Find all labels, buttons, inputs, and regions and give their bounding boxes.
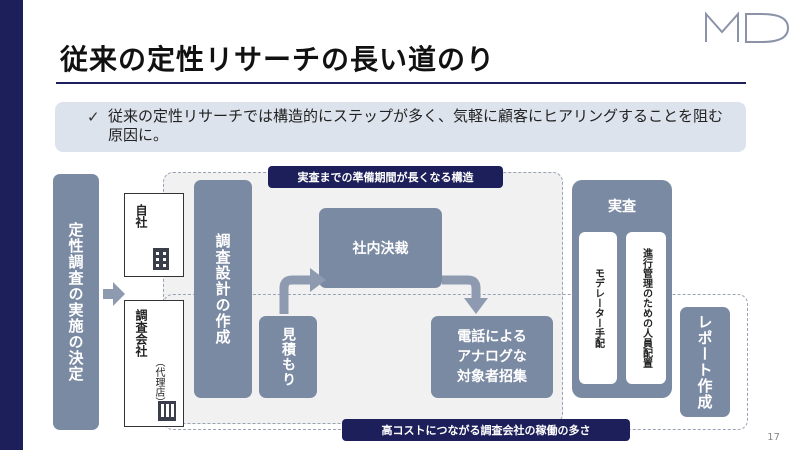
check-icon: ✓ [87,108,100,126]
fieldwork-step: 実査 モデレーター手配 進行管理のための人員配置 [572,180,672,398]
office-building-icon [158,401,176,421]
report-step: レポート作成 [680,307,730,417]
summary-text: 従来の定性リサーチでは構造的にステップが多く、気軽に顧客にヒアリングすることを阻… [108,107,724,144]
approval-step-label: 社内決裁 [352,241,409,257]
flow-arrow-up [279,268,326,314]
estimate-step: 見積もり [259,316,317,398]
flow-arrow-down [442,275,488,314]
recruit-step-line1: 電話による [457,329,527,345]
flow-arrow-right [103,282,125,306]
design-step: 調査設計の作成 [194,180,252,398]
actor-agency-label: 調査会社 [134,309,148,357]
actor-self-box: 自社 [124,193,184,277]
bottom-band: 高コストにつながる調査会社の稼働の多さ [342,419,630,441]
approval-step: 社内決裁 [319,208,442,288]
estimate-step-label: 見積もり [280,327,296,387]
moderator-task-label: モデレーター手配 [592,268,604,348]
fieldwork-step-label: 実査 [608,199,636,215]
page-number: 17 [767,432,780,443]
decision-step: 定性調査の実施の決定 [53,174,99,430]
recruit-step: 電話による アナログな 対象者招集 [431,316,553,398]
report-step-label: レポート作成 [695,314,714,410]
recruit-step-line2: アナログな [457,349,527,365]
actor-agency-note: （代理店） [153,357,164,407]
brand-logo [705,11,790,43]
recruit-step-line3: 対象者招集 [457,369,527,385]
decision-step-label: 定性調査の実施の決定 [66,222,85,382]
actor-self-label: 自社 [134,204,148,228]
title-underline [56,82,746,84]
actor-agency-box: 調査会社 （代理店） [124,300,184,427]
progress-management-task: 進行管理のための人員配置 [626,232,666,384]
progress-management-task-label: 進行管理のための人員配置 [640,248,652,368]
top-band: 実査までの準備期間が長くなる構造 [268,166,503,188]
moderator-task: モデレーター手配 [579,232,617,384]
building-icon [153,248,169,270]
summary-callout [55,102,746,152]
slide-title: 従来の定性リサーチの長い道のり [60,43,496,76]
slide-sidebar [0,0,23,450]
design-step-label: 調査設計の作成 [213,233,232,345]
